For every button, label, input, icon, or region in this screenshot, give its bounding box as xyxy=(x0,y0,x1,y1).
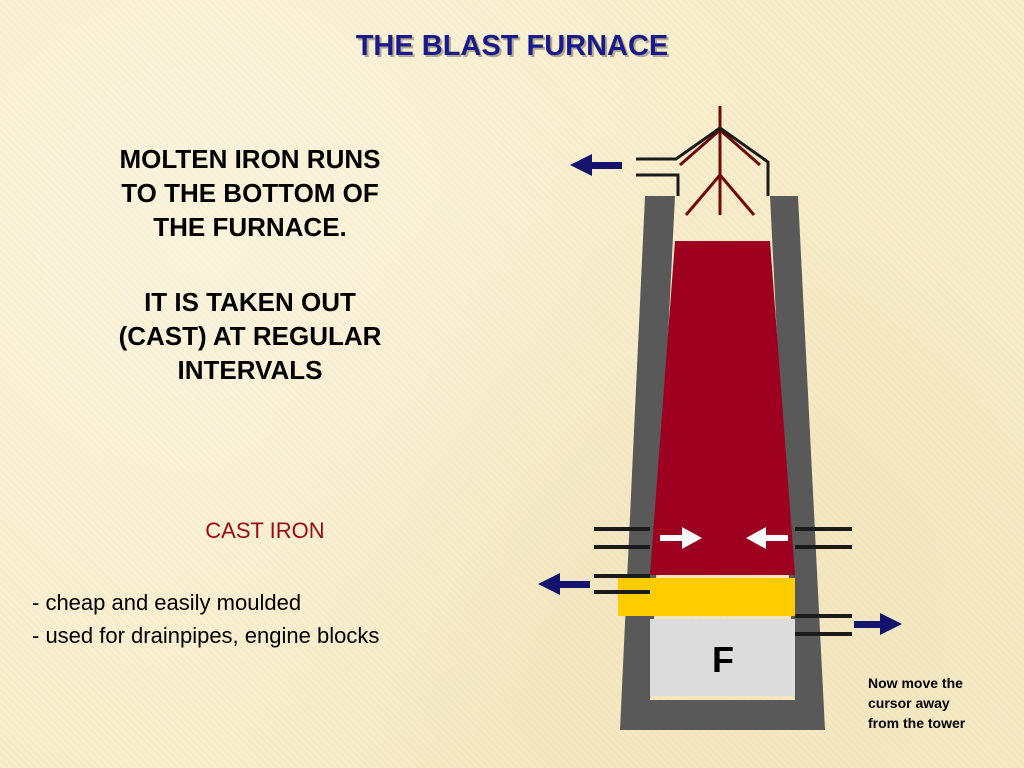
hot-air-inlet-pipe-right xyxy=(795,527,852,549)
description-line: THE FURNACE. xyxy=(153,212,347,242)
note-line: cursor away xyxy=(868,695,950,711)
description-line: TO THE BOTTOM OF xyxy=(121,178,379,208)
description-line: MOLTEN IRON RUNS xyxy=(119,144,381,174)
note-line: Now move the xyxy=(868,675,963,691)
molten-iron-description: MOLTEN IRON RUNS TO THE BOTTOM OF THE FU… xyxy=(60,142,440,244)
waste-gas-out-arrow xyxy=(570,154,622,176)
slag-tap-pipe xyxy=(795,614,852,636)
top-gas-outlet-pipe xyxy=(636,126,770,196)
note-line: from the tower xyxy=(868,715,966,731)
description-line: INTERVALS xyxy=(177,355,323,385)
casting-description: IT IS TAKEN OUT (CAST) AT REGULAR INTERV… xyxy=(60,285,440,387)
hot-air-in-arrow-left xyxy=(660,527,702,549)
cast-iron-heading: CAST IRON xyxy=(205,518,325,543)
cast-iron-properties: - cheap and easily moulded - used for dr… xyxy=(32,586,512,652)
iron-tap-pipe xyxy=(594,574,650,594)
zone-label-f: F xyxy=(712,639,734,680)
molten-iron-out-arrow xyxy=(538,573,590,595)
property-item: - cheap and easily moulded xyxy=(32,590,302,615)
hot-air-in-arrow-right xyxy=(746,527,788,549)
description-line: (CAST) AT REGULAR xyxy=(118,321,382,351)
slide-title: THE BLAST FURNACE xyxy=(355,30,669,62)
charging-hopper xyxy=(679,106,761,216)
charge-zone xyxy=(650,241,795,575)
slag-out-arrow xyxy=(854,613,902,635)
base-zone xyxy=(650,619,795,696)
property-item: - used for drainpipes, engine blocks xyxy=(32,623,380,648)
hot-air-inlet-pipe-left xyxy=(594,527,650,549)
molten-iron-layer xyxy=(618,578,795,616)
instruction-note: Now move the cursor away from the tower xyxy=(868,673,1008,733)
description-line: IT IS TAKEN OUT xyxy=(144,287,356,317)
